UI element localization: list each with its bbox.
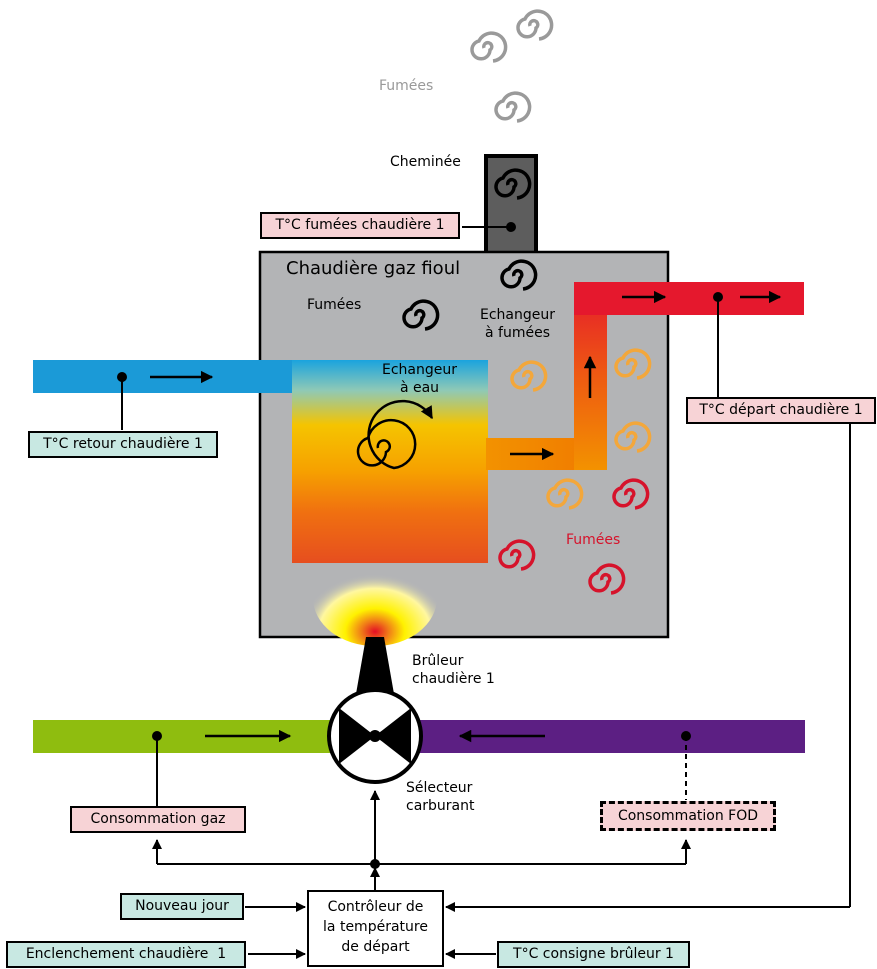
- consommation-fod-sensor: Consommation FOD: [600, 801, 776, 831]
- chaudiere-title: Chaudière gaz fioul: [286, 258, 461, 279]
- water-circulation-arrow: [356, 399, 434, 470]
- echangeur-fumees-label: Echangeur à fumées: [480, 307, 555, 341]
- fuel-selector-valve: [327, 688, 423, 784]
- flame: [313, 550, 437, 646]
- flow-arrows: [150, 290, 782, 743]
- supply-pipe: [574, 282, 804, 315]
- retour-chaudiere-sensor: T°C retour chaudière 1: [28, 431, 218, 458]
- depart-chaudiere-sensor: T°C départ chaudière 1: [686, 397, 876, 424]
- selecteur-label: Sélecteur carburant: [406, 780, 475, 814]
- enclenchement-input: Enclenchement chaudière 1: [6, 941, 246, 968]
- bruleur-label: Brûleur chaudière 1: [412, 653, 495, 687]
- fumees-left-label: Fumées: [307, 297, 362, 313]
- cheminee-label: Cheminée: [390, 154, 461, 170]
- consommation-gaz-sensor: Consommation gaz: [70, 806, 246, 833]
- smoke-spirals-gray: [470, 9, 554, 123]
- consigne-bruleur-input: T°C consigne brûleur 1: [497, 941, 690, 968]
- smoke-spirals-red: [498, 478, 650, 595]
- fumees-top-label: Fumées: [379, 78, 434, 94]
- nouveau-jour-input: Nouveau jour: [120, 893, 244, 920]
- water-exchanger: [292, 360, 488, 563]
- fumees-chaudiere-sensor: T°C fumées chaudière 1: [260, 212, 460, 239]
- controleur-box: Contrôleur de la température de départ: [307, 890, 444, 967]
- control-arrows: [152, 790, 850, 959]
- smoke-spirals-orange: [510, 348, 652, 510]
- fumees-red-label: Fumées: [566, 532, 621, 548]
- echangeur-eau-label: Echangeur à eau: [382, 362, 457, 396]
- gas-pipe: [33, 720, 343, 753]
- smoke-spirals-black: [402, 168, 538, 331]
